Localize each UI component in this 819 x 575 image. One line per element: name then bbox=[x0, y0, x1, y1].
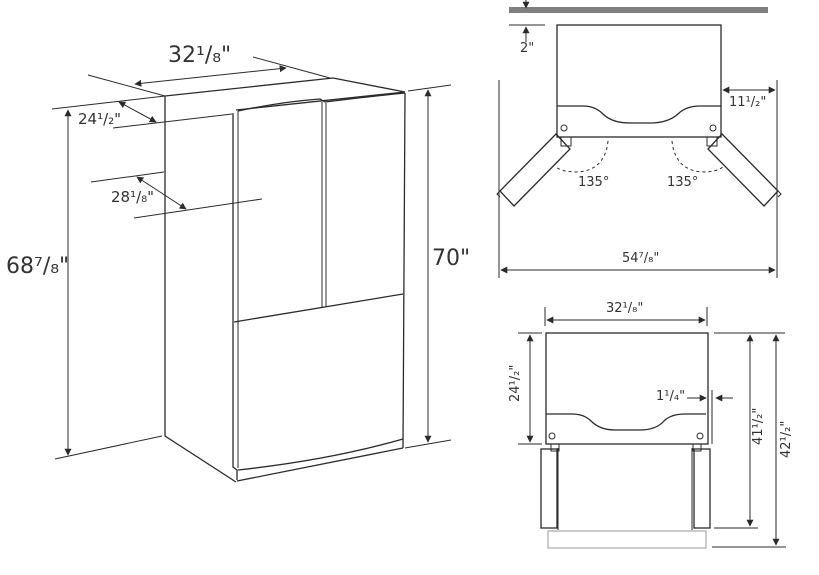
perspective-depth-doors-dimension bbox=[90, 171, 263, 219]
label-drawer-view-depth: 24¹/₂" bbox=[508, 364, 523, 402]
label-side-clearance: 11¹/₂" bbox=[729, 95, 767, 110]
perspective-width-dimension bbox=[87, 56, 331, 97]
label-perspective-depth-with-doors: 28¹/₈" bbox=[111, 188, 155, 206]
perspective-height-cabinet-dimension bbox=[54, 109, 163, 460]
perspective-height-overall-dimension bbox=[404, 84, 452, 449]
label-depth-overall: 42¹/₂" bbox=[779, 420, 794, 458]
top-view-drawer-open bbox=[518, 307, 786, 549]
label-perspective-height-cabinet: 68⁷/₈" bbox=[6, 254, 70, 279]
label-total-width-doors-open: 54⁷/₈" bbox=[622, 251, 660, 266]
label-left-door-angle: 135° bbox=[578, 175, 610, 190]
wall bbox=[509, 7, 768, 13]
perspective-fridge bbox=[164, 77, 406, 483]
label-door-offset: 1¹/₄" bbox=[656, 389, 686, 404]
perspective-depth-dimension bbox=[51, 95, 233, 129]
drawer-floor-plate bbox=[547, 530, 707, 549]
top-view-doors-open bbox=[496, 0, 782, 278]
label-drawer-view-width: 32¹/₈" bbox=[606, 301, 644, 316]
label-right-door-angle: 135° bbox=[667, 175, 699, 190]
label-wall-clearance: 2" bbox=[520, 41, 535, 56]
label-perspective-width: 32¹/₈" bbox=[168, 43, 232, 68]
label-depth-drawer-open: 41¹/₂" bbox=[751, 407, 766, 445]
label-perspective-depth: 24¹/₂" bbox=[78, 110, 122, 128]
label-perspective-height-overall: 70" bbox=[432, 246, 471, 271]
